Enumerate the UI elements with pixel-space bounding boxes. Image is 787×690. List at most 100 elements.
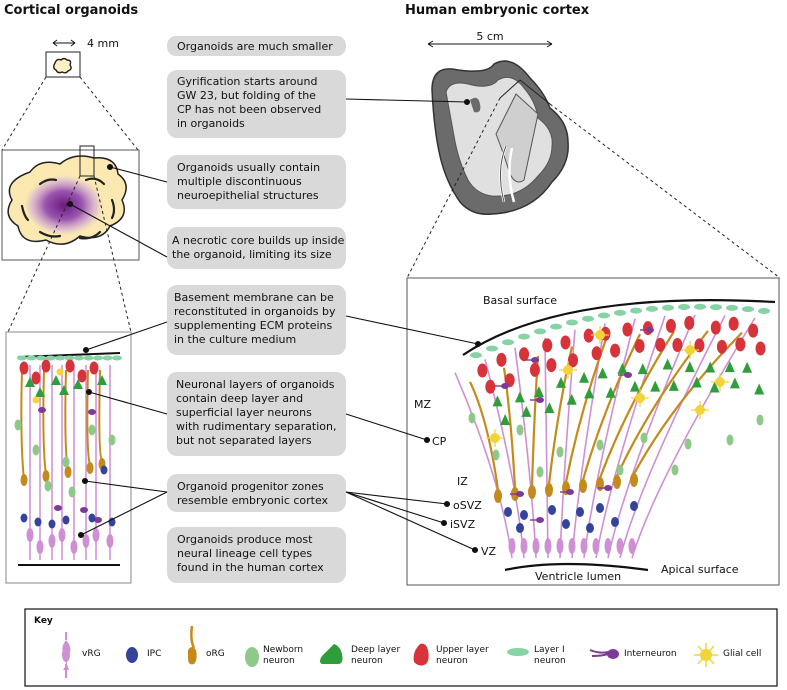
interneuron — [80, 507, 88, 513]
svg-text:Deep layer neuron: Deep layer neuron — [351, 645, 403, 666]
statement-box: Gyrification starts around GW 23, but fo… — [167, 70, 346, 138]
org-cell — [613, 475, 621, 489]
statement-line: Organoids usually contain — [177, 161, 320, 174]
vrg-fiber — [595, 315, 666, 559]
apical-surface-line — [504, 562, 649, 572]
upper-layer-neuron — [77, 369, 87, 383]
statement-line: with rudimentary separation, — [176, 420, 336, 433]
upper-layer-neuron — [65, 359, 75, 373]
statement-line: resemble embryonic cortex — [177, 494, 329, 507]
statement-line: in the culture medium — [174, 333, 296, 346]
deep-layer-neuron — [662, 358, 673, 370]
deep-layer-neuron — [617, 362, 628, 374]
newborn-neuron — [516, 424, 524, 436]
deep-layer-neuron — [59, 385, 69, 395]
glial-cell-process — [681, 341, 699, 359]
iz-label: IZ — [457, 475, 468, 488]
layer-i-neuron — [26, 355, 37, 361]
layer-i-neuron — [470, 352, 482, 359]
svg-text:Interneuron: Interneuron — [624, 649, 677, 659]
upper-layer-neuron — [567, 353, 578, 368]
statement-box: Organoids usually contain multiple disco… — [167, 155, 346, 209]
vrg-cell — [92, 528, 100, 542]
org-cell — [579, 479, 587, 493]
statement-line: supplementing ECM proteins — [174, 319, 332, 332]
ventricle-lumen-label: Ventricle lumen — [535, 570, 621, 583]
interneuron — [501, 383, 509, 389]
key-label-org: oRG — [206, 649, 225, 659]
newborn-neuron — [468, 412, 476, 424]
deep-layer-neuron — [637, 363, 648, 375]
ipc-cell — [586, 523, 594, 533]
org-cell — [630, 473, 638, 487]
key-label-upper-layer-2: neuron — [436, 656, 468, 666]
svg-text:Organoids are much smaller: Organoids are much smaller — [177, 40, 333, 53]
newborn-neuron — [671, 464, 679, 476]
connector-lines — [66, 98, 482, 554]
newborn-neuron — [68, 486, 76, 498]
interneuron-icon — [589, 649, 619, 659]
interneuron — [624, 372, 632, 378]
layer-i-neuron — [614, 309, 626, 316]
layer-i-neuron — [550, 323, 562, 330]
deep-layer-neuron — [668, 379, 679, 391]
ipc-cell — [516, 523, 524, 533]
cortex-zoom-box-right — [519, 79, 551, 105]
deep-layer-neuron — [521, 405, 532, 417]
vrg-fiber — [454, 372, 513, 559]
vrg-cell — [26, 528, 34, 542]
layer-i-neuron — [678, 304, 690, 311]
upper-layer-neuron — [634, 338, 645, 353]
ipc-cell — [548, 505, 556, 515]
statement-line: the organoid, limiting its size — [172, 248, 332, 261]
deep-layer-neuron — [691, 376, 702, 388]
statement-line: Organoids are much smaller — [177, 40, 333, 53]
key-label-upper-layer-1: Upper layer — [436, 645, 489, 655]
deep-layer-neuron — [544, 402, 555, 414]
layer-i-neuron — [112, 355, 122, 361]
newborn-neuron — [536, 466, 544, 478]
key-label-glial-cell: Glial cell — [723, 649, 761, 659]
ipc-icon — [126, 647, 138, 663]
left-title: Cortical organoids — [4, 3, 138, 18]
ipc-cell — [504, 507, 512, 517]
upper-layer-neuron — [477, 363, 488, 378]
deep-layer-neuron — [533, 386, 544, 398]
interneuron — [516, 491, 524, 497]
deep-layer-neuron — [754, 383, 765, 395]
glial-cell-icon — [694, 643, 718, 667]
ipc-cell — [62, 515, 70, 525]
deep-layer-neuron — [555, 376, 566, 388]
vrg-cell — [568, 538, 576, 554]
statement-box: Organoids are much smaller — [167, 36, 346, 56]
deep-layer-neuron — [629, 380, 640, 392]
ipc-cell — [34, 517, 42, 527]
layer-i-neuron — [502, 339, 514, 346]
cortex-scale: 5 cm — [427, 30, 553, 48]
deep-layer-neuron — [650, 380, 661, 392]
apical-surface-label: Apical surface — [661, 563, 739, 576]
glial-cell-process — [591, 326, 609, 344]
layer-i-neuron — [36, 355, 46, 361]
mz-label: MZ — [414, 398, 431, 411]
deep-layer-neuron — [724, 361, 735, 373]
org-cell — [494, 489, 502, 503]
upper-layer-neuron — [716, 339, 727, 354]
interneuron — [566, 489, 574, 495]
ipc-cell — [108, 517, 116, 527]
vrg-fiber — [514, 347, 537, 559]
deep-layer-neuron — [514, 391, 525, 403]
basal-surface-label: Basal surface — [483, 294, 557, 307]
svg-text:IPC: IPC — [147, 649, 161, 659]
svg-text:Upper layer neuron: Upper layer neuron — [436, 645, 492, 666]
statement-line: multiple discontinuous — [177, 175, 302, 188]
deep-layer-neuron — [684, 361, 695, 373]
vrg-cell — [604, 538, 612, 554]
statement-line: found in the human cortex — [177, 561, 324, 574]
deep-layer-neuron — [584, 387, 595, 399]
vrg-cell — [556, 538, 564, 554]
deep-layer-neuron — [492, 395, 503, 407]
vrg-icon — [62, 632, 71, 678]
statement-line: Organoid progenitor zones — [177, 480, 324, 493]
statement-line: Organoids produce most — [177, 533, 313, 546]
